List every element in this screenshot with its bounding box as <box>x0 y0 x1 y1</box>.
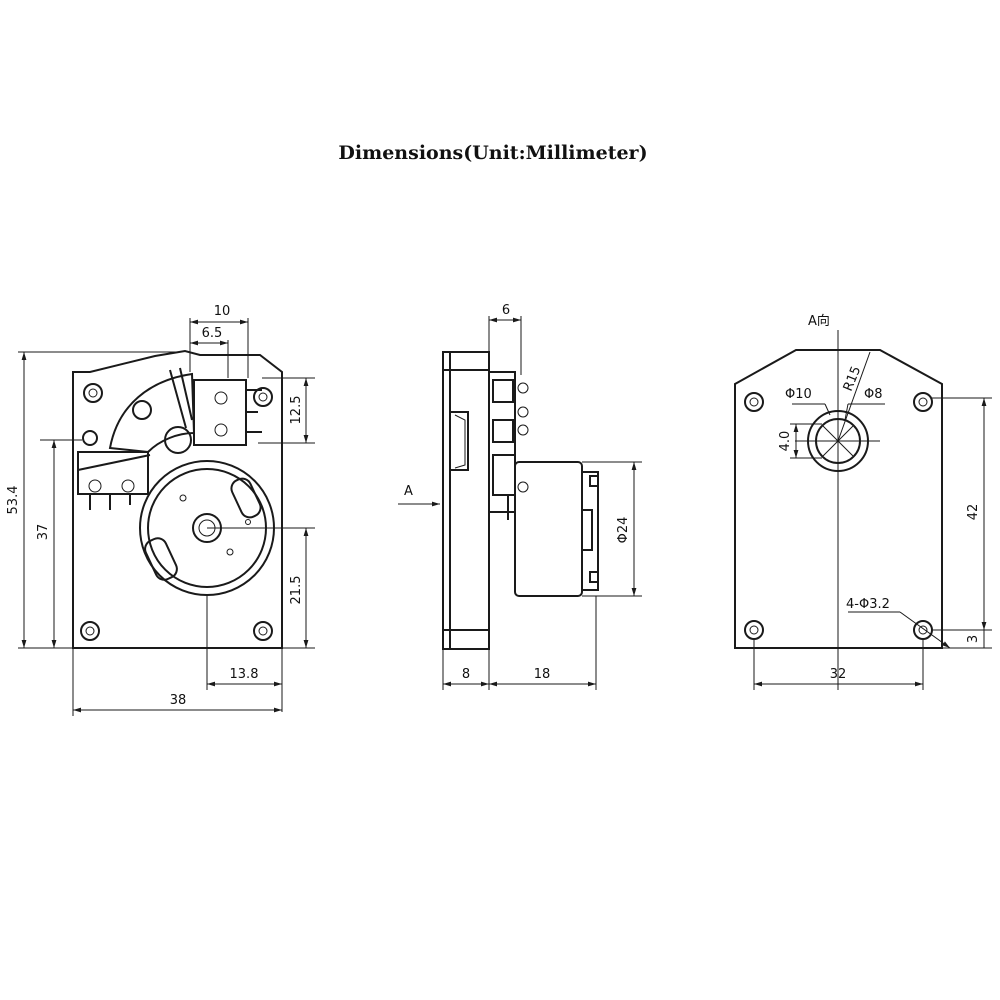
mount-hole <box>253 387 273 407</box>
dim-height-total: 53.4 <box>6 486 21 515</box>
back-view-label: A向 <box>808 313 830 329</box>
dim-bottom-offset: 13.8 <box>230 667 259 682</box>
side-dim-bottom-right: 18 <box>534 667 551 682</box>
page-title: Dimensions(Unit:Millimeter) <box>338 142 648 164</box>
mount-hole <box>913 392 933 412</box>
back-view: A向 R15 Φ10 Φ8 4.0 42 3 <box>734 313 992 690</box>
mount-hole <box>132 400 152 420</box>
mount-hole <box>744 620 764 640</box>
side-view: A 6 Φ24 8 18 <box>398 303 642 690</box>
front-view: 10 6.5 53.4 37 12.5 21.5 <box>6 304 315 716</box>
back-dim-holes: 4-Φ3.2 <box>846 597 890 612</box>
back-dim-outer-dia: Φ10 <box>785 387 812 402</box>
mount-hole <box>82 430 98 446</box>
cam-pivot <box>164 426 192 454</box>
back-dim-height: 42 <box>966 504 981 521</box>
dim-height-mid: 37 <box>36 524 51 541</box>
dim-right-top: 12.5 <box>289 396 304 425</box>
micro-switch <box>193 379 247 446</box>
mount-hole <box>744 392 764 412</box>
back-dim-inner-dia: Φ8 <box>864 387 883 402</box>
micro-switch-left <box>77 451 149 495</box>
side-dim-bottom-left: 8 <box>462 667 470 682</box>
dim-top-inner: 6.5 <box>202 326 223 341</box>
dim-right-bottom: 21.5 <box>289 576 304 605</box>
back-dim-flat: 4.0 <box>778 431 793 452</box>
back-dim-edge: 3 <box>966 635 981 643</box>
dim-width: 38 <box>170 693 187 708</box>
mount-hole <box>253 621 273 641</box>
view-arrow-label: A <box>404 484 413 499</box>
mount-hole <box>80 621 100 641</box>
side-dim-top: 6 <box>502 303 510 318</box>
side-dim-diameter: Φ24 <box>616 517 631 544</box>
dim-top-outer: 10 <box>214 304 231 319</box>
back-dim-width: 32 <box>830 667 847 682</box>
mount-hole <box>83 383 103 403</box>
